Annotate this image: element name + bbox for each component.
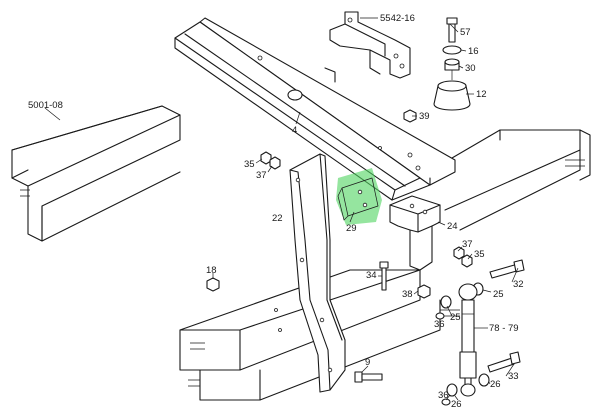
label-36-lower[interactable]: 36: [438, 390, 449, 401]
label-57[interactable]: 57: [460, 27, 471, 38]
label-36-upper[interactable]: 36: [434, 319, 445, 330]
mount-stack: [433, 17, 471, 111]
label-78-79[interactable]: 78 - 79: [489, 323, 519, 334]
nuts-35-37-lower: [453, 246, 473, 268]
shock-absorber: [458, 283, 478, 397]
hanger-bracket: [274, 153, 346, 393]
label-25-upper[interactable]: 25: [493, 289, 504, 300]
label-16[interactable]: 16: [468, 46, 479, 57]
bracket-24: [389, 195, 441, 271]
label-35-lower[interactable]: 35: [474, 249, 485, 260]
label-29[interactable]: 29: [346, 223, 357, 234]
label-24[interactable]: 24: [447, 221, 458, 232]
bolt-34: [379, 261, 389, 291]
label-5001-08[interactable]: 5001-08: [28, 100, 63, 111]
part-labels: 5542-16 5001-08 57 16 30 12 39 4 35 37 2…: [28, 13, 524, 409]
nut-18: [206, 277, 220, 292]
label-32[interactable]: 32: [513, 279, 524, 290]
nuts-35-37-upper: [260, 151, 281, 170]
label-35-upper[interactable]: 35: [244, 159, 255, 170]
label-4[interactable]: 4: [292, 125, 297, 136]
top-bracket: [329, 11, 411, 79]
label-9[interactable]: 9: [365, 357, 370, 368]
label-26-right[interactable]: 26: [490, 379, 501, 390]
bolt-9: [354, 371, 383, 383]
label-30[interactable]: 30: [465, 63, 476, 74]
label-22[interactable]: 22: [272, 213, 283, 224]
plate-29-highlight[interactable]: [336, 168, 382, 225]
leader-lines: [44, 17, 519, 401]
highlight-region[interactable]: [336, 168, 382, 225]
nut-39: [403, 109, 417, 123]
label-39[interactable]: 39: [419, 111, 430, 122]
cross-member: [174, 17, 456, 201]
label-38[interactable]: 38: [402, 289, 413, 300]
label-33[interactable]: 33: [508, 371, 519, 382]
frame-rail-upper: [11, 105, 181, 242]
label-34[interactable]: 34: [366, 270, 377, 281]
label-37-lower[interactable]: 37: [462, 239, 473, 250]
label-18[interactable]: 18: [206, 265, 217, 276]
nut-38: [417, 284, 431, 299]
label-12[interactable]: 12: [476, 89, 487, 100]
washers-lower: [441, 373, 490, 406]
label-5542-16[interactable]: 5542-16: [380, 13, 415, 24]
frame-rail-right: [439, 129, 591, 231]
label-26-left[interactable]: 26: [451, 399, 462, 409]
bolt-33: [487, 351, 521, 373]
label-25-middle[interactable]: 25: [450, 312, 461, 323]
bolt-32: [489, 259, 525, 279]
label-37-upper[interactable]: 37: [256, 170, 267, 181]
